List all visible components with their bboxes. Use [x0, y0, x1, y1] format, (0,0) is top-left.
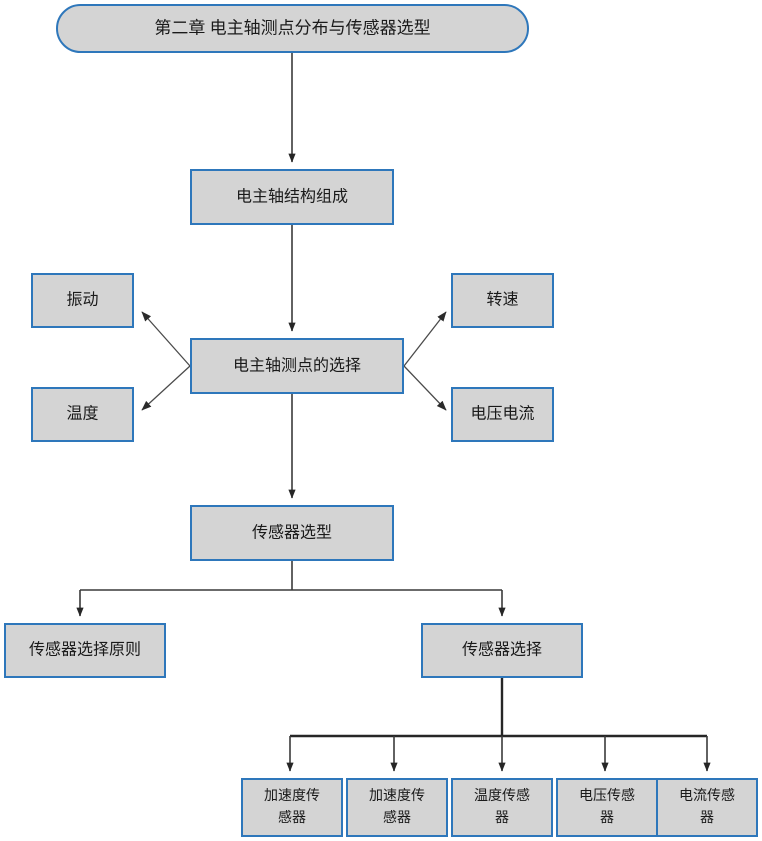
node-voltage-sensor-label-line2: 器 — [600, 811, 614, 826]
node-chapter-title[interactable]: 第二章 电主轴测点分布与传感器选型 — [56, 4, 529, 53]
node-voltage-current-label: 电压电流 — [470, 405, 534, 423]
node-temperature-label: 温度 — [66, 405, 98, 423]
edge-measure-to-speed — [403, 311, 447, 367]
node-sensor-selection-type-label: 传感器选型 — [252, 524, 332, 542]
node-current-sensor-label-line2: 器 — [700, 811, 714, 826]
edge-measure-to-voltage-current — [403, 365, 447, 411]
edge-measure-to-vibration — [141, 311, 191, 367]
node-accel-sensor-1-label-line2: 感器 — [278, 809, 306, 826]
node-accel-sensor-1-label-line1: 加速度传 — [264, 788, 320, 804]
node-spindle-structure-label: 电主轴结构组成 — [236, 188, 348, 206]
edge-sensor-type-branch-bus — [80, 560, 502, 591]
node-temperature[interactable]: 温度 — [31, 387, 134, 442]
node-accel-sensor-2-label-line1: 加速度传 — [369, 788, 425, 804]
edge-measure-to-temperature — [141, 365, 191, 411]
node-rotation-speed-label: 转速 — [486, 291, 518, 309]
node-temp-sensor-label-line1: 温度传感 — [474, 787, 530, 804]
node-measure-point-select-label: 电主轴测点的选择 — [233, 357, 361, 375]
node-sensor-selection-principle-label: 传感器选择原则 — [29, 641, 141, 659]
node-temp-sensor[interactable]: 温度传感 器 — [451, 778, 553, 837]
edge-selection-branch-bus — [290, 677, 707, 738]
node-accel-sensor-2[interactable]: 加速度传 感器 — [346, 778, 448, 837]
node-voltage-sensor[interactable]: 电压传感 器 — [556, 778, 658, 837]
node-sensor-selection-label: 传感器选择 — [462, 641, 542, 659]
node-voltage-sensor-label-line1: 电压传感 — [579, 787, 635, 804]
node-chapter-title-label: 第二章 电主轴测点分布与传感器选型 — [154, 18, 430, 37]
node-spindle-structure[interactable]: 电主轴结构组成 — [190, 169, 394, 225]
node-vibration-label: 振动 — [66, 291, 98, 309]
node-measure-point-select[interactable]: 电主轴测点的选择 — [190, 338, 404, 394]
node-sensor-selection[interactable]: 传感器选择 — [421, 623, 583, 678]
node-sensor-selection-principle[interactable]: 传感器选择原则 — [4, 623, 166, 678]
node-temp-sensor-label-line2: 器 — [495, 811, 509, 826]
node-current-sensor[interactable]: 电流传感 器 — [656, 778, 758, 837]
node-voltage-current[interactable]: 电压电流 — [451, 387, 554, 442]
node-sensor-selection-type[interactable]: 传感器选型 — [190, 505, 394, 561]
node-accel-sensor-2-label-line2: 感器 — [383, 809, 411, 826]
node-accel-sensor-1[interactable]: 加速度传 感器 — [241, 778, 343, 837]
node-current-sensor-label-line1: 电流传感 — [679, 787, 735, 804]
node-rotation-speed[interactable]: 转速 — [451, 273, 554, 328]
node-vibration[interactable]: 振动 — [31, 273, 134, 328]
